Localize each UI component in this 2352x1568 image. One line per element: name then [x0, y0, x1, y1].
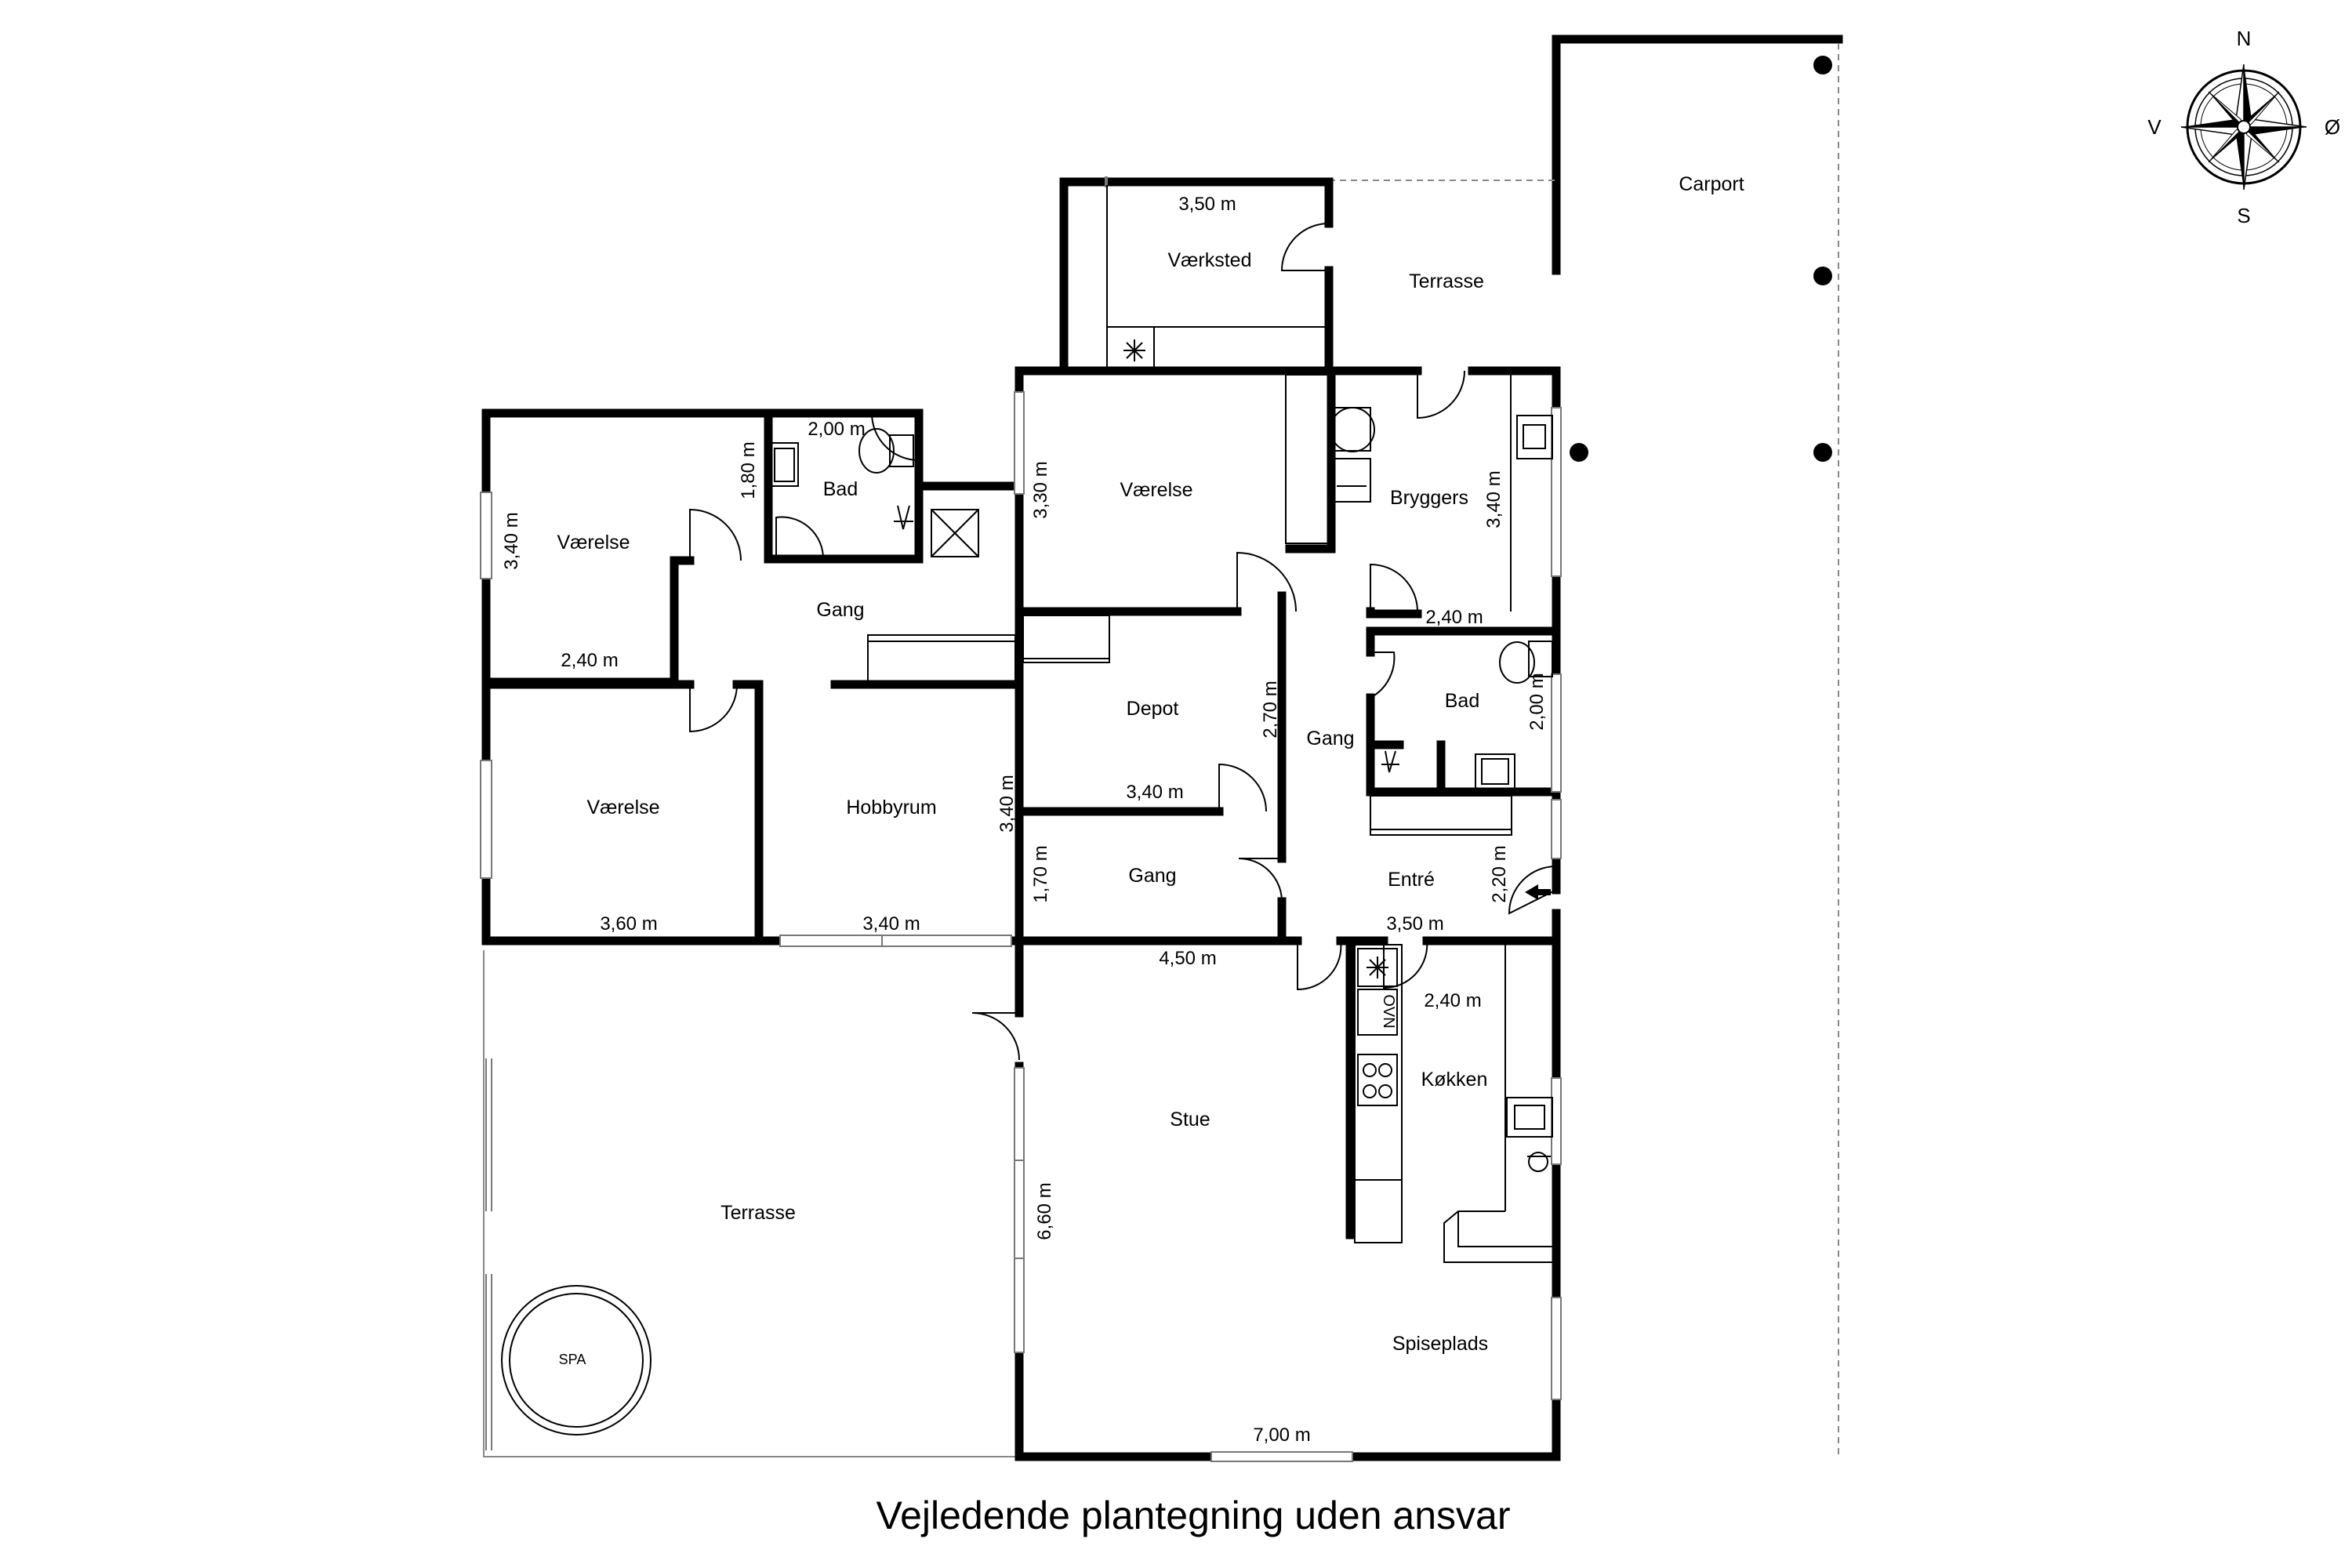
- compass-east-label: Ø: [2325, 115, 2340, 139]
- dimension-label: 3,40 m: [501, 512, 522, 569]
- room-labels: Carport Terrasse Værksted Værelse Bad Ga…: [557, 173, 1744, 1367]
- dimension-label: 3,60 m: [600, 913, 657, 935]
- room-label-depot: Depot: [1127, 698, 1179, 720]
- spa-tub: [501, 1285, 652, 1436]
- room-label-carport: Carport: [1679, 173, 1744, 195]
- dimension-label: 7,00 m: [1253, 1425, 1310, 1446]
- plan-caption: Vejledende plantegning uden ansvar: [876, 1494, 1510, 1537]
- dimension-label: 2,40 m: [1424, 990, 1481, 1011]
- dimension-label: 2,00 m: [1526, 673, 1548, 730]
- room-label-gang: Gang: [1128, 865, 1176, 887]
- room-label-terrasse: Terrasse: [720, 1202, 796, 1224]
- dimension-label: 1,70 m: [1030, 845, 1051, 902]
- dimension-label: 3,30 m: [1030, 461, 1051, 518]
- carport-post: [1813, 267, 1832, 285]
- windows: [480, 176, 1562, 1462]
- carport-post: [1813, 56, 1832, 74]
- doors: [689, 223, 1557, 1061]
- dimension-label: 2,40 m: [1425, 607, 1483, 628]
- room-label-terrasse: Terrasse: [1409, 270, 1484, 292]
- compass-north-label: N: [2237, 27, 2252, 50]
- room-label-gang: Gang: [816, 599, 864, 621]
- compass-west-label: V: [2147, 115, 2161, 139]
- dimension-label: 3,50 m: [1178, 194, 1236, 215]
- compass-south-label: S: [2237, 204, 2250, 227]
- spa-label: SPA: [559, 1352, 586, 1367]
- oven-label: OVN: [1380, 994, 1397, 1028]
- compass-rose-icon: [2180, 64, 2307, 191]
- dimension-label: 2,00 m: [808, 419, 865, 440]
- dimension-label: 3,50 m: [1386, 913, 1443, 935]
- room-label-vaerelse: Værelse: [1120, 479, 1192, 501]
- terrace-outline: [483, 950, 1017, 1457]
- dimension-label: 2,40 m: [561, 650, 618, 671]
- room-label-stue: Stue: [1170, 1109, 1210, 1131]
- fridge-icon: [1367, 956, 1388, 978]
- carport-post: [1813, 443, 1832, 462]
- freezer-icon: [1123, 339, 1145, 361]
- room-label-bad: Bad: [823, 478, 858, 500]
- arrow-left-icon: [1525, 884, 1551, 900]
- dimension-label: 3,40 m: [862, 913, 920, 935]
- room-label-bad: Bad: [1445, 690, 1479, 712]
- room-label-bryggers: Bryggers: [1390, 487, 1468, 509]
- dimension-label: 2,70 m: [1260, 681, 1281, 738]
- carport: [1329, 34, 1843, 1457]
- dimension-label: 2,20 m: [1489, 845, 1510, 902]
- room-label-hobbyrum: Hobbyrum: [846, 797, 936, 818]
- room-label-vaerksted: Værksted: [1168, 249, 1252, 271]
- room-label-vaerelse: Værelse: [586, 797, 659, 818]
- dimension-labels: 3,50 m 2,00 m 1,80 m 3,40 m 2,40 m 3,30 …: [501, 194, 1548, 1446]
- interior-walls: [481, 366, 1561, 1240]
- fixtures: [501, 185, 1556, 1436]
- dimension-label: 1,80 m: [738, 441, 759, 499]
- dimension-label: 3,40 m: [1483, 470, 1504, 528]
- dimension-label: 3,40 m: [1126, 782, 1183, 803]
- carport-post: [1570, 443, 1588, 462]
- dimension-label: 3,40 m: [996, 775, 1018, 832]
- dimension-label: 6,60 m: [1034, 1182, 1055, 1240]
- dimension-label: 4,50 m: [1159, 948, 1216, 969]
- room-label-spiseplads: Spiseplads: [1392, 1333, 1488, 1355]
- room-label-entre: Entré: [1388, 869, 1435, 891]
- room-label-gang: Gang: [1306, 728, 1354, 750]
- room-label-koekken: Køkken: [1421, 1069, 1488, 1091]
- room-label-vaerelse: Værelse: [557, 532, 630, 554]
